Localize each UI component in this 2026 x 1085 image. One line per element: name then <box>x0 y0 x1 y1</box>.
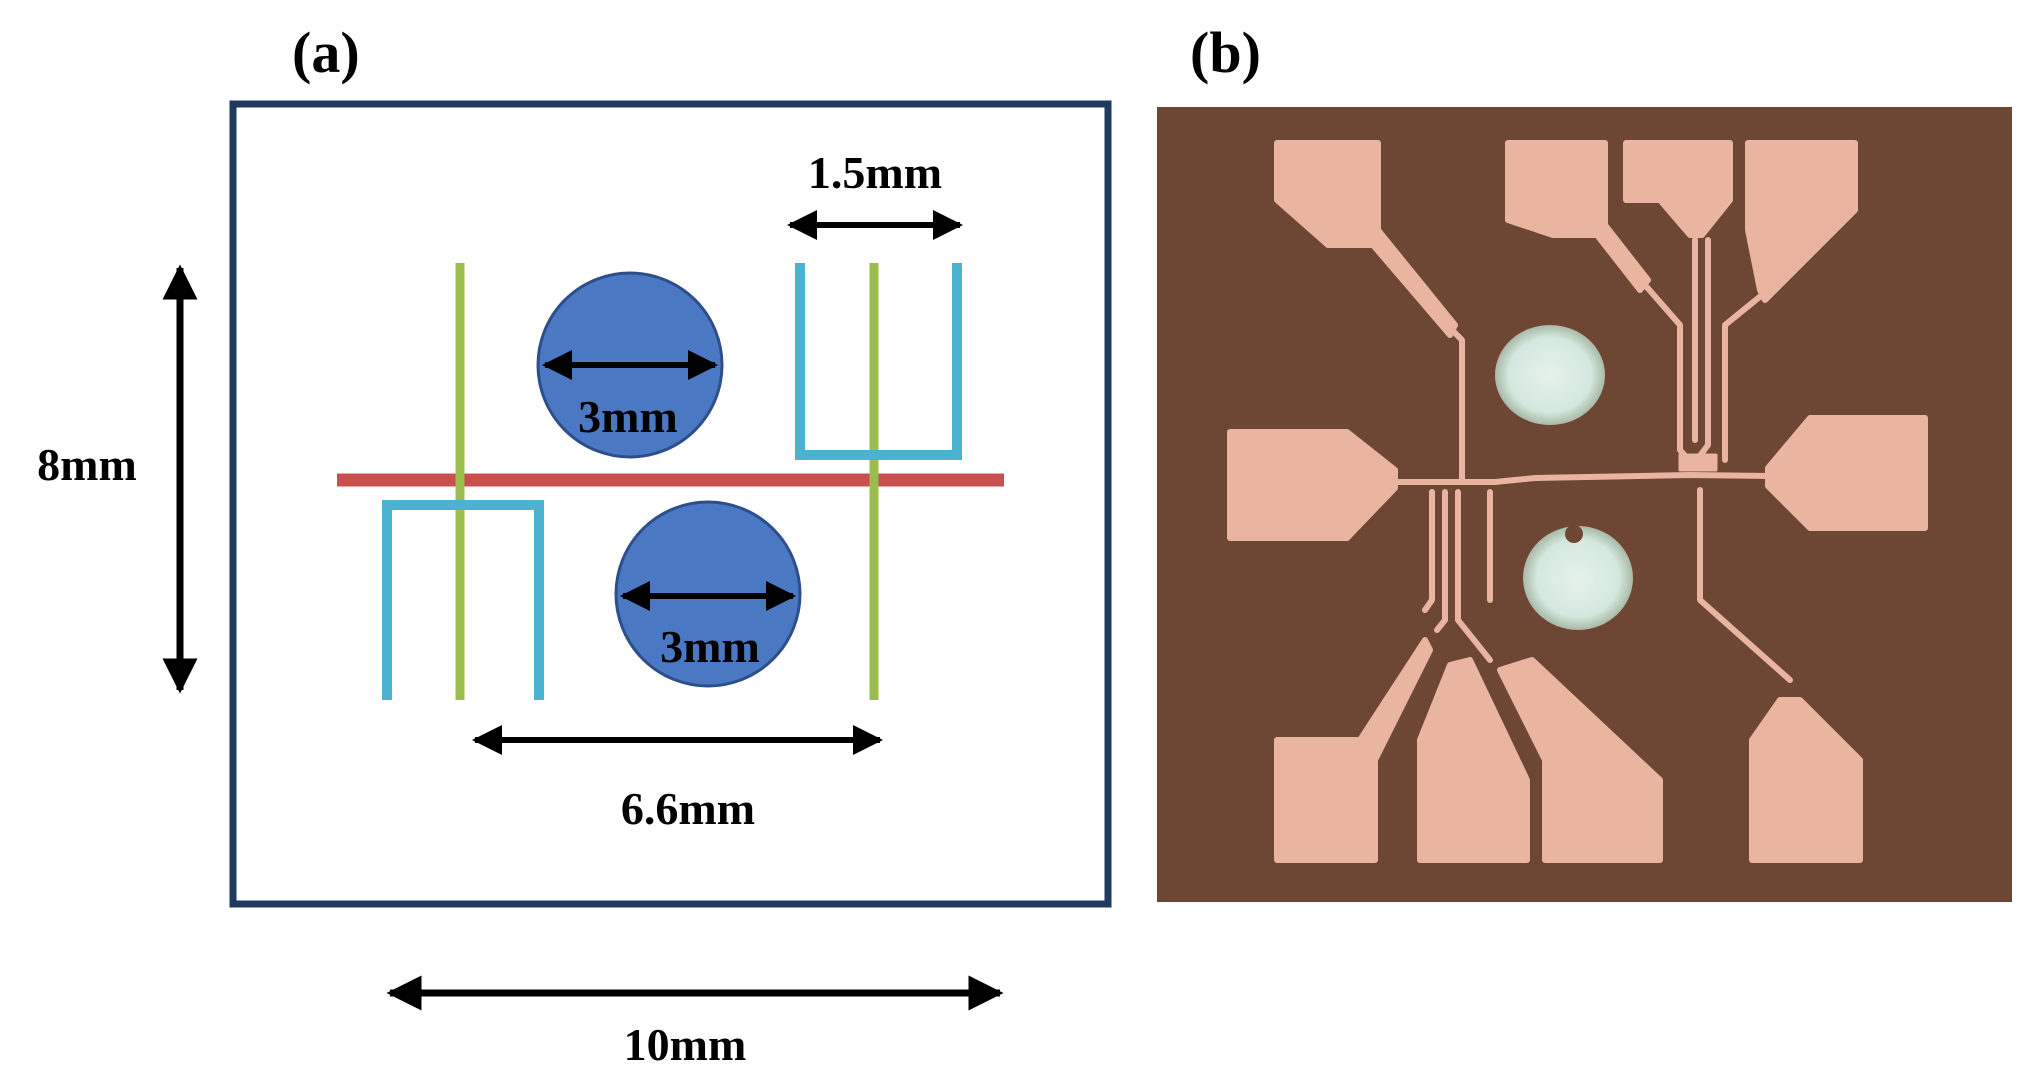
sample-window-bottom <box>1523 526 1633 630</box>
copper-electrode-pattern <box>1227 140 1928 863</box>
gap-label: 1.5mm <box>808 147 942 198</box>
cyan-probe-lower-left <box>382 500 544 700</box>
panel-a-label: (a) <box>292 20 360 85</box>
panel-a: (a) 3mm 3mm 1.5mm 6.6mm 8mm 10mm <box>37 20 1112 1070</box>
window-notch <box>1565 525 1583 543</box>
panel-b: (b) <box>1157 20 2012 902</box>
cyan-probe-upper-right <box>795 263 962 460</box>
height-label: 8mm <box>37 439 137 490</box>
sample-window-top <box>1495 325 1605 425</box>
circle-top-diameter-label: 3mm <box>578 391 678 442</box>
circle-bottom-diameter-label: 3mm <box>660 621 760 672</box>
width-label: 10mm <box>624 1019 747 1070</box>
panel-b-label: (b) <box>1190 20 1261 85</box>
spacing-label: 6.6mm <box>621 783 755 834</box>
